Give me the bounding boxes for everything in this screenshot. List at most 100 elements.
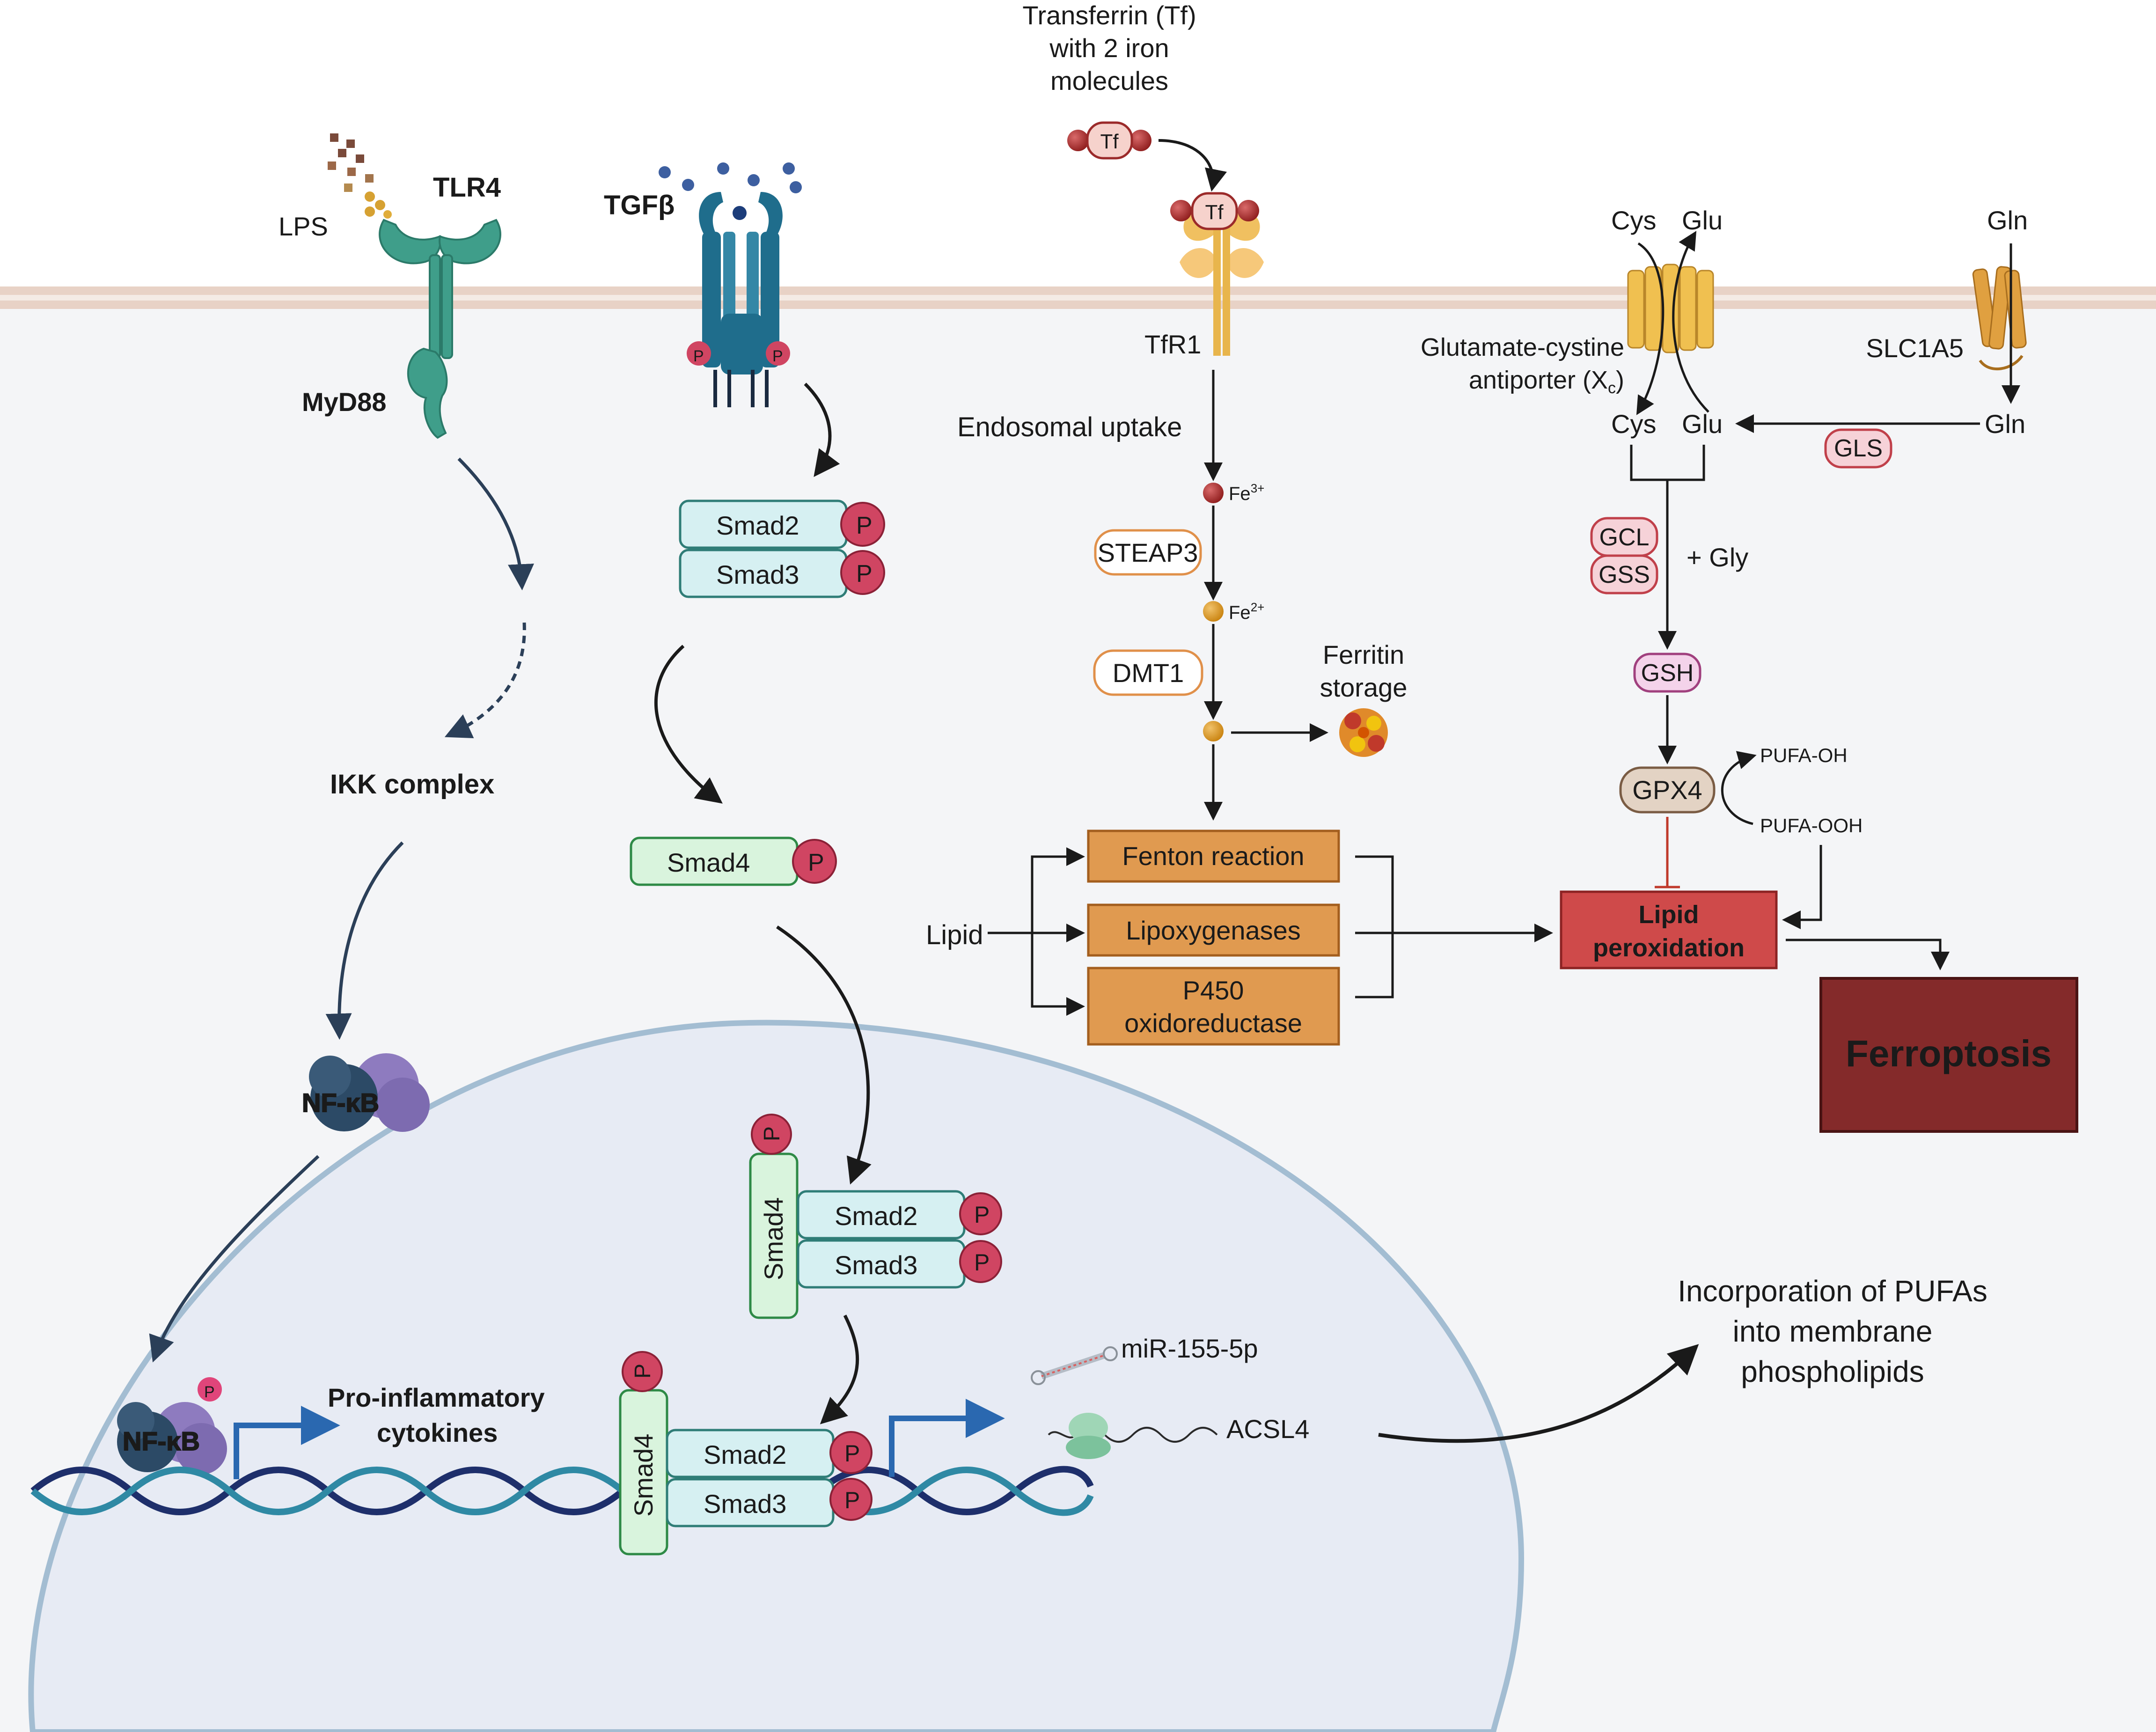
smad2-phospho-label-dna: P: [844, 1440, 860, 1467]
smad23-to-smad4-arrow: [654, 645, 723, 804]
tlr4-receptor-icon: [379, 219, 501, 439]
fenton-reaction-box: [1087, 829, 1340, 883]
gln-intracellular-label: Gln: [1985, 409, 2025, 439]
p450-label-2: oxidoreductase: [1124, 1008, 1302, 1038]
receptor-phospho-right-icon: P: [766, 341, 790, 366]
receptor-phospho-right-label: P: [772, 347, 783, 365]
incorporation-line-2: into membrane: [1733, 1314, 1933, 1348]
steap3-label: STEAP3: [1098, 538, 1198, 567]
transferrin-label-3: molecules: [1050, 66, 1168, 95]
nfkb-cytoplasmic-icon: NF-κB: [301, 1053, 430, 1132]
nfkb-transcription-arrow: [234, 1406, 340, 1479]
gls-enzyme: [1824, 428, 1892, 469]
acsl4-to-incorporation-arrow: [1378, 1344, 1699, 1443]
ferritin-label-1: Ferritin: [1323, 640, 1404, 669]
gss-enzyme: [1590, 554, 1658, 594]
ferritin-icon: [1339, 708, 1388, 757]
lipoxygenases-label: Lipoxygenases: [1126, 916, 1301, 945]
lps-molecule-icon: [328, 133, 392, 219]
lipid-peroxidation-label-1: Lipid: [1639, 901, 1699, 929]
smad3-phospho-label-dna: P: [844, 1487, 860, 1513]
ikk-complex-label: IKK complex: [330, 769, 494, 800]
gpx4-inhibition-line: [1655, 817, 1680, 888]
smad4-label-cytoplasm: Smad4: [667, 848, 750, 877]
receptor-phospho-left-label: P: [693, 347, 704, 365]
tlr4-to-ikk-dashed-arrow: [444, 622, 526, 738]
ferroptosis-box: [1819, 977, 2078, 1133]
nfkb-label-cytoplasm: NF-κB: [302, 1088, 379, 1117]
gln-extracellular-label: Gln: [1987, 205, 2028, 235]
gls-label: GLS: [1834, 435, 1883, 462]
lps-label: LPS: [279, 212, 328, 241]
gpx4-label: GPX4: [1632, 775, 1702, 805]
cytokines-label-2: cytokines: [377, 1418, 498, 1447]
fenton-reaction-label: Fenton reaction: [1122, 841, 1304, 871]
smad-complex-on-dna: Smad4 P Smad2 Smad3 P P: [619, 1351, 873, 1556]
mirna-icon: [1031, 1346, 1118, 1385]
pufa-ooh-to-lipid-perox-arrow: [1782, 845, 1822, 929]
pufa-ooh-label: PUFA-OOH: [1760, 815, 1863, 837]
tlr4-to-ikk-arrow: [457, 457, 534, 591]
fe2-ion: Fe2+: [1203, 600, 1264, 623]
tf-label-bound: Tf: [1205, 201, 1224, 224]
ferritin-label-2: storage: [1320, 673, 1408, 702]
nfkb-label-nucleus: NF-κB: [123, 1426, 200, 1456]
glu-intracellular-label: Glu: [1682, 409, 1723, 439]
nfkb-phospho-label: P: [204, 1383, 215, 1401]
smad4-phospho-label-dna: P: [631, 1364, 655, 1379]
smad3-phospho-label-nucleus-upper: P: [974, 1249, 990, 1276]
fe2-label: Fe2+: [1229, 600, 1264, 623]
xc-label-1: Glutamate-cystine: [1421, 333, 1624, 361]
smad4-cytoplasm: Smad4 P: [630, 837, 837, 886]
tgfb-ligand-icons: [659, 162, 802, 220]
lipid-label: Lipid: [926, 920, 983, 950]
glu-extracellular-label: Glu: [1682, 205, 1723, 235]
dna-helix-icon: [30, 1466, 1094, 1516]
nfkb-phospho-icon: [198, 1377, 222, 1402]
smad3-label-nucleus-upper: Smad3: [835, 1250, 917, 1280]
smad-to-dna-arrow: [820, 1314, 859, 1424]
cys-extracellular-label: Cys: [1611, 205, 1656, 235]
gsh-label: GSH: [1641, 660, 1694, 687]
gly-label: + Gly: [1687, 543, 1748, 572]
smad3-phospho-label-cytoplasm: P: [856, 560, 873, 587]
tf-binding-arrow: [1158, 139, 1227, 192]
incorporation-line-1: Incorporation of PUFAs: [1678, 1274, 1987, 1308]
tf-label-free: Tf: [1100, 130, 1119, 153]
cell-membrane: [0, 286, 2156, 309]
cys-intracellular-label: Cys: [1611, 409, 1656, 439]
xc-antiporter-icon: [1627, 264, 1714, 353]
smad2-label-nucleus-upper: Smad2: [835, 1201, 917, 1231]
steap3-enzyme: [1094, 529, 1202, 576]
acsl4-label: ACSL4: [1226, 1414, 1309, 1444]
pufa-oh-label: PUFA-OH: [1760, 744, 1848, 766]
lipid-perox-to-ferroptosis-arrow: [1786, 939, 1950, 970]
acsl4-mrna-icon: [1048, 1413, 1218, 1459]
smad2-label-cytoplasm: Smad2: [716, 511, 799, 540]
fe3-label: Fe3+: [1229, 481, 1264, 504]
lipid-peroxidation-label-2: peroxidation: [1593, 934, 1745, 962]
p450-label-1: P450: [1183, 976, 1244, 1005]
gpx4-enzyme: [1619, 766, 1716, 814]
pufa-reduction-arrow: [1721, 751, 1757, 825]
ikk-to-nfkb-arrow: [325, 841, 404, 1040]
receptor-phospho-left-icon: P: [687, 341, 711, 366]
lipid-peroxidation-box: [1560, 890, 1778, 969]
gsh-molecule: [1633, 653, 1701, 693]
nfkb-nuclear-icon: P NF-κB: [117, 1377, 227, 1475]
gcl-label: GCL: [1599, 524, 1650, 551]
smad4-label-dna: Smad4: [629, 1434, 658, 1517]
smad3-label-dna: Smad3: [704, 1489, 786, 1519]
transferrin-label-2: with 2 iron: [1049, 33, 1169, 63]
transferrin-free-icon: Tf: [1067, 121, 1151, 160]
myd88-label: MyD88: [302, 387, 387, 417]
transferrin-label-1: Transferrin (Tf): [1022, 0, 1196, 30]
mir-155-label: miR-155-5p: [1121, 1334, 1258, 1363]
receptor-to-smad-arrow: [804, 382, 840, 477]
gss-label: GSS: [1599, 561, 1650, 588]
smad2-label-dna: Smad2: [704, 1440, 786, 1469]
slc1a5-label: SLC1A5: [1866, 333, 1964, 363]
cys-import-arrow: [1636, 242, 1665, 415]
tfr1-label: TfR1: [1144, 330, 1201, 359]
